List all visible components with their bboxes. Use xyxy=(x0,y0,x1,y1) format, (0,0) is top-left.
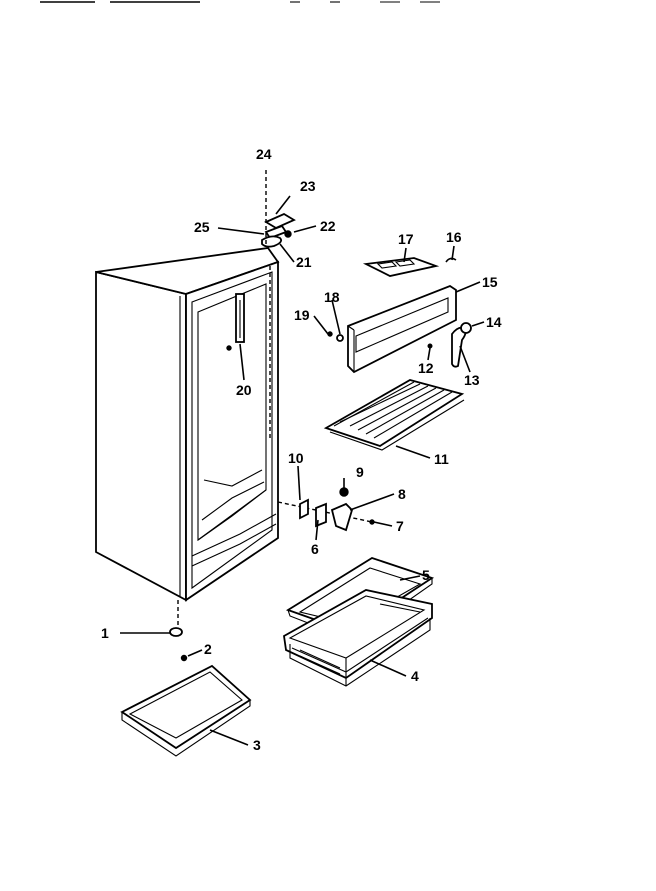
label-21: 21 xyxy=(296,254,312,270)
label-14: 14 xyxy=(486,314,502,330)
label-23: 23 xyxy=(300,178,316,194)
leveling-leg xyxy=(169,600,188,662)
top-hinge-assembly xyxy=(261,170,296,248)
label-3: 3 xyxy=(253,737,261,753)
label-13: 13 xyxy=(464,372,480,388)
label-24: 24 xyxy=(256,146,272,162)
freezer-panel xyxy=(327,284,457,374)
control-bracket xyxy=(362,257,457,277)
label-4: 4 xyxy=(411,668,419,684)
label-17: 17 xyxy=(398,231,414,247)
label-20: 20 xyxy=(236,382,252,398)
label-8: 8 xyxy=(398,486,406,502)
label-1: 1 xyxy=(101,625,109,641)
label-11: 11 xyxy=(434,451,449,467)
crisper-pan xyxy=(283,589,433,687)
side-hinge xyxy=(427,322,472,368)
label-5: 5 xyxy=(422,567,430,583)
label-6: 6 xyxy=(311,541,319,557)
label-10: 10 xyxy=(288,450,304,466)
cabinet xyxy=(95,247,280,602)
label-12: 12 xyxy=(418,360,434,376)
label-25: 25 xyxy=(194,219,210,235)
label-16: 16 xyxy=(446,229,462,245)
label-15: 15 xyxy=(482,274,498,290)
part-labels: 1 2 3 4 5 6 7 8 9 10 11 12 13 14 15 16 1… xyxy=(101,146,502,753)
drip-tray xyxy=(120,664,252,757)
label-2: 2 xyxy=(204,641,212,657)
label-19: 19 xyxy=(294,307,310,323)
label-7: 7 xyxy=(396,518,404,534)
leader-lines xyxy=(120,195,485,746)
wire-shelf xyxy=(323,379,465,451)
lower-hinge xyxy=(277,487,375,532)
label-22: 22 xyxy=(320,218,336,234)
label-9: 9 xyxy=(356,464,364,480)
label-18: 18 xyxy=(324,289,340,305)
